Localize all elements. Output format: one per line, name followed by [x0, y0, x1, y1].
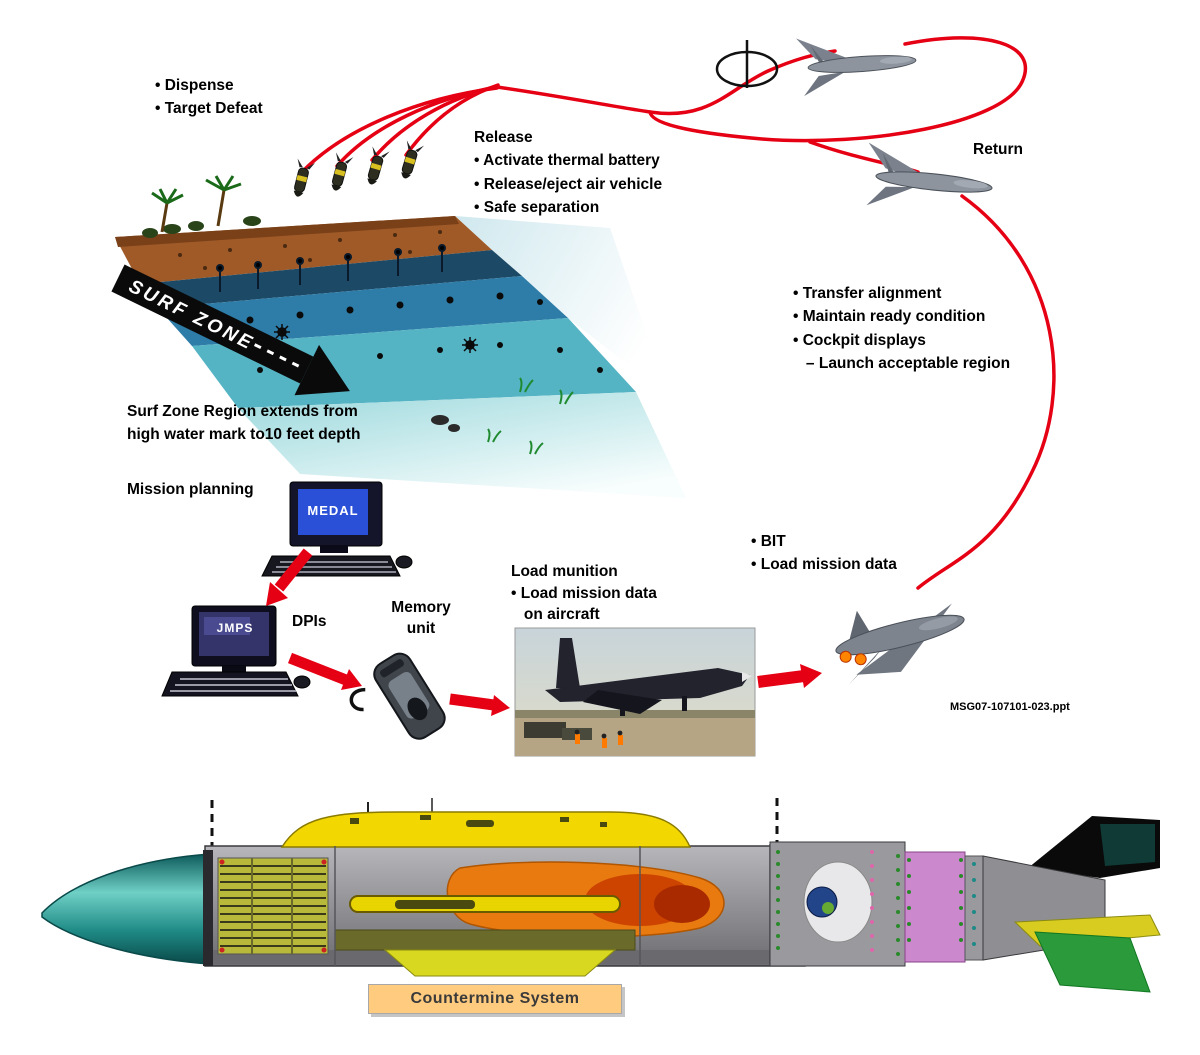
memory-unit-device [349, 652, 446, 740]
bomber-top [795, 29, 919, 97]
process-arrows [266, 548, 822, 716]
countermine-system-caption: Countermine System [368, 984, 622, 1014]
medal-screen-label: MEDAL [307, 503, 359, 518]
dorsal-fairing [280, 811, 692, 848]
load-munition-label: Load munition • Load mission data on air… [511, 563, 657, 624]
bomber-departing [835, 603, 965, 685]
fuze-section [904, 851, 984, 963]
nose-cone [41, 853, 211, 965]
jmps-screen-label: JMPS [216, 621, 254, 635]
release-label: Release • Activate thermal battery • Rel… [474, 129, 663, 216]
mission-planning-label: Mission planning [127, 481, 254, 498]
palm-tree [205, 175, 242, 227]
ventral-fin [383, 949, 617, 977]
palm-tree [151, 188, 184, 233]
urchin-mines [274, 324, 478, 353]
minefield-terrain: SURF ZONE [111, 175, 686, 498]
bit-label: • BIT • Load mission data [751, 533, 897, 574]
flight-path [300, 36, 1056, 590]
inflight-tasks-label: • Transfer alignment • Maintain ready co… [793, 285, 1011, 372]
aircraft-photo [514, 627, 756, 757]
release-point-marker [715, 40, 779, 88]
countermine-system-caption-text: Countermine System [410, 990, 580, 1007]
dispensed-munitions [293, 140, 425, 197]
return-label: Return [973, 141, 1023, 158]
memory-unit-label: Memory unit [391, 599, 451, 637]
tilt-rod-mines [216, 244, 446, 292]
seaweed [487, 377, 574, 455]
filename-label: MSG07-107101-023.ppt [950, 701, 1070, 713]
jmps-workstation [161, 605, 311, 697]
shore-vegetation [142, 216, 261, 238]
medal-workstation [261, 481, 413, 577]
sonar-array-section [217, 857, 329, 955]
dpis-label: DPIs [292, 613, 327, 630]
aft-electronics-section [769, 841, 906, 967]
dispense-label: • Dispense • Target Defeat [155, 77, 263, 118]
surf-zone-caption: Surf Zone Region extends from high water… [127, 403, 361, 444]
tail-assembly [982, 816, 1161, 993]
ground-crew [574, 729, 623, 748]
countermine-munition-cutaway [41, 798, 1161, 993]
